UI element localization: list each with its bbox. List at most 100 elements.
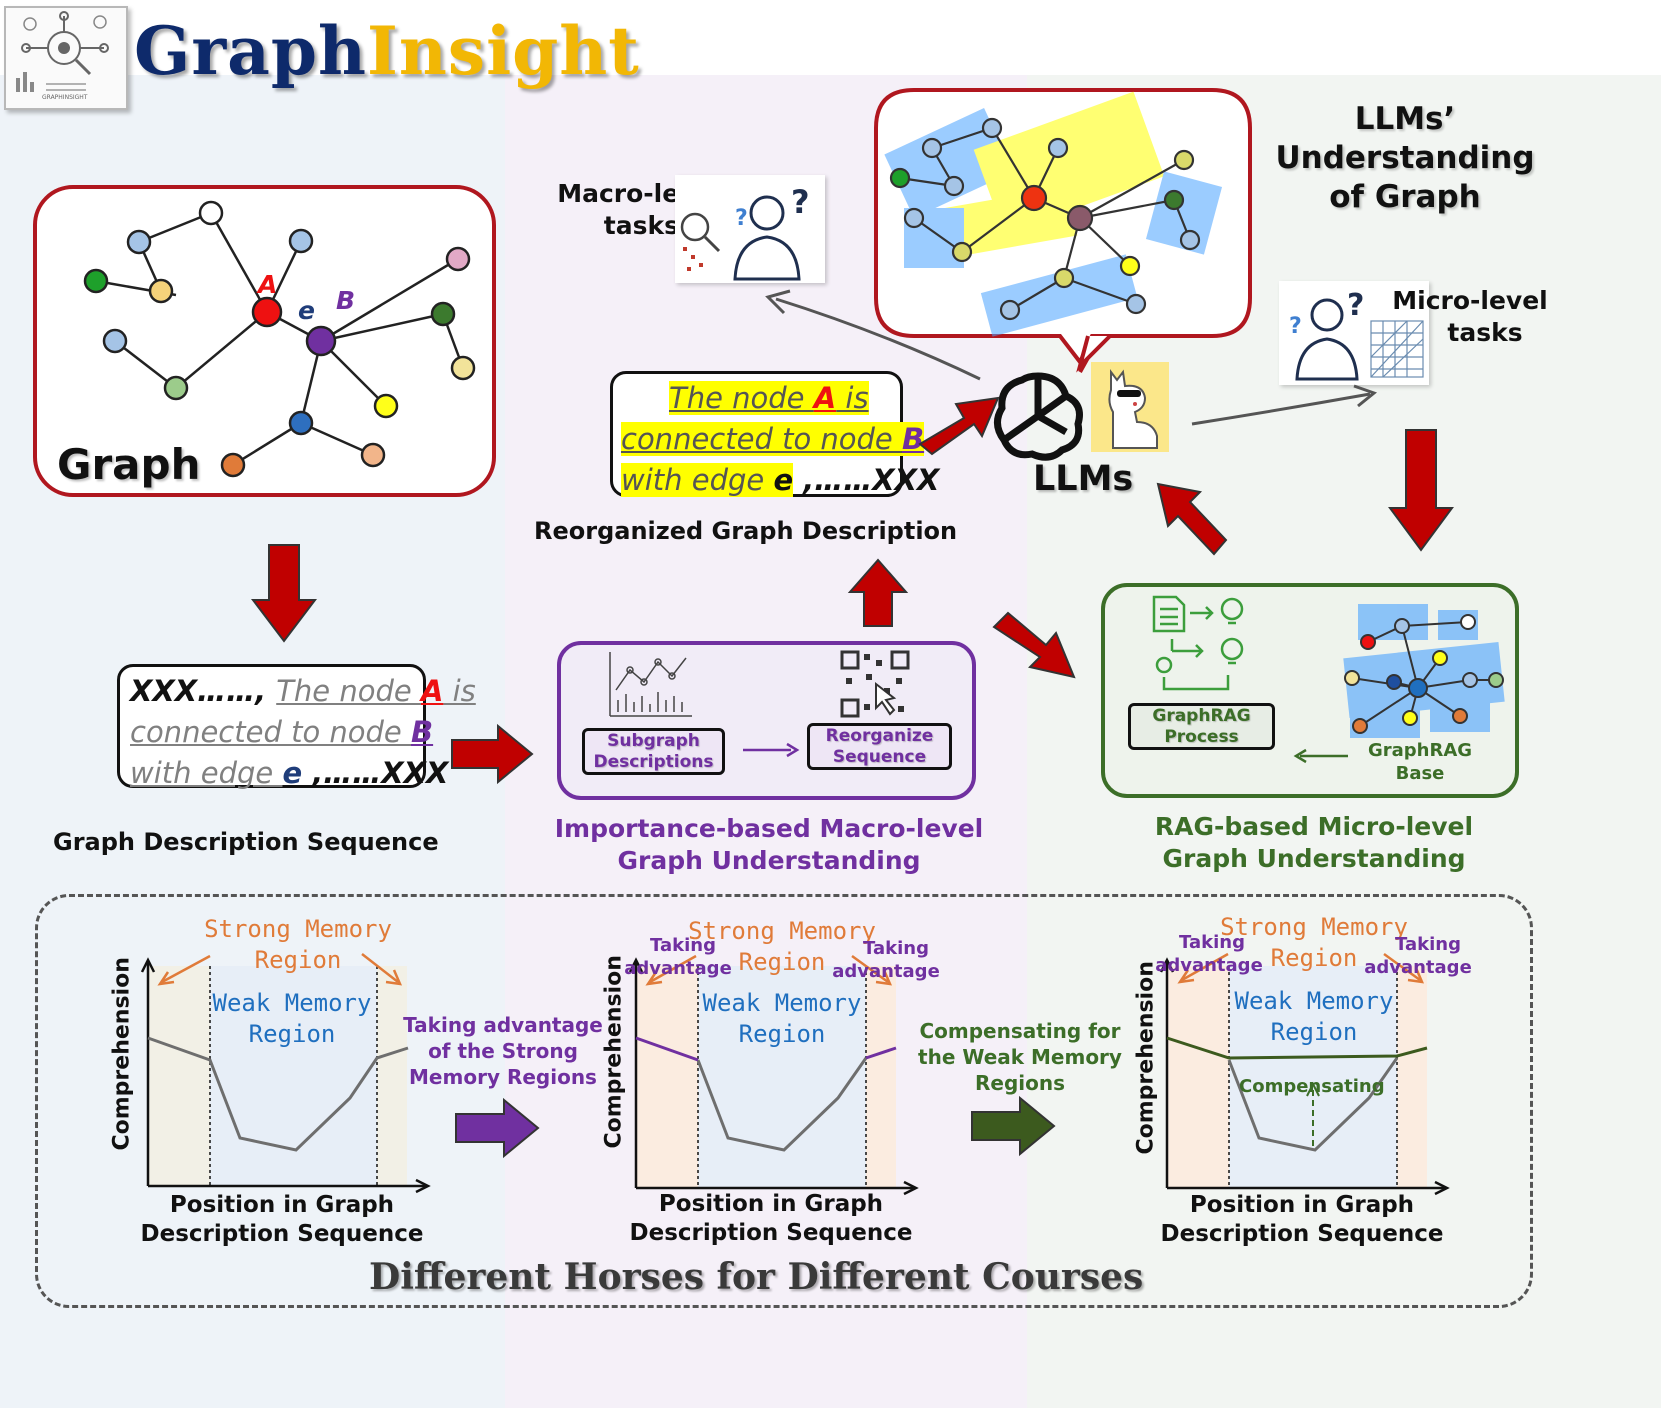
llms-label: LLMs	[1033, 459, 1134, 499]
plot3-taking-left: Taking advantage	[1150, 931, 1268, 977]
arrow-reorganized-to-llm-icon	[918, 396, 1000, 456]
transition-2-line1: Compensating for	[919, 1019, 1121, 1043]
plot3-x-line2: Description Sequence	[1160, 1221, 1444, 1247]
arrow-up-icon	[847, 558, 909, 627]
reorganized-caption: Reorganized Graph Description	[534, 517, 958, 545]
plot3-taking-left-line1: Taking	[1179, 932, 1245, 953]
micro-caption-line1: RAG-based Micro-level	[1154, 812, 1474, 841]
sequence-node-a: A	[420, 674, 444, 708]
sequence-prefix: XXX……,	[130, 674, 277, 708]
arrow-down-micro-icon	[1388, 429, 1454, 552]
qr-code-icon	[840, 650, 910, 718]
transition-1-line3: Memory Regions	[409, 1065, 597, 1089]
transition-2-line3: Regions	[974, 1071, 1066, 1095]
plot2-weak-line2: Region	[738, 1020, 826, 1048]
plot1-strong-left	[148, 966, 210, 1186]
plot2-taking-right: Taking advantage	[830, 937, 942, 983]
plot3-strong-line1: Strong Memory	[1220, 913, 1408, 941]
reorganized-suffix-3: ,……XXX	[793, 463, 940, 497]
plot1-x-line1: Position in Graph	[169, 1192, 395, 1218]
plot2-strong-line2: Region	[738, 948, 826, 976]
plot2-y-axis-label: Comprehension	[601, 955, 627, 1149]
plot2-strong-line1: Strong Memory	[688, 917, 876, 945]
reorganized-text-1: The node	[669, 381, 814, 415]
plot2-weak-line1: Weak Memory	[702, 989, 862, 1017]
arrow-macro-to-rag-icon	[992, 611, 1076, 679]
transition-2-arrow-icon	[971, 1095, 1056, 1157]
plot1-strong-arrows-icon	[157, 953, 403, 986]
macro-caption-line1: Importance-based Macro-level	[554, 814, 984, 843]
llama-icon	[1108, 369, 1158, 449]
node-a-label: A	[258, 270, 278, 299]
plot3-taking-right: Taking advantage	[1362, 933, 1474, 979]
thinking-person-icon: ? ?	[680, 183, 810, 281]
plot3-strong-left	[1167, 966, 1229, 1188]
plot3-strong-line2: Region	[1270, 944, 1358, 972]
arrow-rag-to-llm-icon	[1156, 482, 1228, 556]
svg-text:?: ?	[735, 206, 748, 231]
plot2-strong-arrows-icon	[645, 954, 893, 986]
micro-caption-line2: Graph Understanding	[1162, 844, 1466, 873]
rag-step-arrow-icon	[1293, 748, 1348, 764]
plot2-strong-label: Strong Memory Region	[670, 916, 894, 978]
reorganized-node-b: B	[902, 422, 925, 456]
plot1-strong-line2: Region	[254, 946, 342, 974]
plot2-axes	[628, 957, 919, 1196]
reorganized-text-3: with edge	[621, 463, 774, 497]
sequence-node-b: B	[411, 715, 434, 749]
node-b-label: B	[336, 286, 356, 315]
plot1-strong-label: Strong Memory Region	[186, 914, 410, 976]
plot3-taking-right-line2: advantage	[1364, 957, 1472, 978]
plot1-strong-right	[377, 966, 407, 1186]
micro-tasks-label: Micro-level tasks	[1388, 285, 1552, 349]
plot3-weak-label: Weak Memory Region	[1204, 986, 1424, 1048]
plot2-x-line2: Description Sequence	[629, 1220, 913, 1246]
reorganized-edge-e: e	[773, 463, 794, 497]
plot1-x-axis-label: Position in Graph Description Sequence	[132, 1191, 432, 1249]
input-graph	[83, 200, 476, 478]
macro-tasks-line2: tasks	[603, 211, 679, 240]
reorganized-line-3: with edge e ,……XXX	[621, 460, 939, 501]
transition-1-line1: Taking advantage	[403, 1013, 603, 1037]
svg-text:?: ?	[1289, 314, 1302, 339]
plot2-x-axis-label: Position in Graph Description Sequence	[621, 1190, 921, 1248]
arrow-to-micro-icon	[1191, 384, 1378, 426]
plot3-x-axis-label: Position in Graph Description Sequence	[1152, 1191, 1452, 1249]
edge-e-label: e	[298, 296, 315, 325]
plot1-weak-line2: Region	[248, 1020, 336, 1048]
plot2-x-line1: Position in Graph	[658, 1191, 884, 1217]
plot1-x-line2: Description Sequence	[140, 1221, 424, 1247]
understanding-line1: LLMs’	[1354, 101, 1456, 137]
app-title-part2: Insight	[367, 12, 640, 90]
memory-comparison-panel	[35, 894, 1533, 1308]
sequence-edge-e: e	[282, 756, 303, 790]
micro-module-caption: RAG-based Micro-level Graph Understandin…	[1104, 811, 1524, 875]
sequence-line-1: XXX……, The node A is	[130, 671, 476, 712]
plot1-strong-line1: Strong Memory	[204, 915, 392, 943]
transition-2-line2: the Weak Memory	[918, 1045, 1122, 1069]
graphrag-process: GraphRAG Process	[1128, 703, 1275, 750]
reorganize-step-line1: Reorganize	[825, 726, 934, 746]
logo-caption: GRAPHINSIGHT	[42, 94, 88, 101]
graphrag-base-line2: Base	[1395, 763, 1445, 784]
transition-2-label: Compensating for the Weak Memory Regions	[906, 1018, 1134, 1096]
plot1-weak-line1: Weak Memory	[212, 989, 372, 1017]
document-to-idea-icon	[1152, 595, 1244, 691]
chart-network-icon	[609, 652, 692, 717]
plot2-taking-left: Taking advantage	[620, 934, 736, 980]
plot3-strong-arrows-icon	[1177, 952, 1425, 984]
transition-1-arrow-icon	[455, 1097, 540, 1159]
graphrag-process-line2: Process	[1164, 727, 1239, 747]
plot1-weak-label: Weak Memory Region	[182, 988, 402, 1050]
transition-1-line2: of the Strong	[428, 1039, 578, 1063]
plot3-taking-right-line1: Taking	[1395, 934, 1461, 955]
banner-title: Different Horses for Different Courses	[369, 1256, 1144, 1298]
openai-logo-icon	[994, 372, 1083, 461]
plot2-strong-right	[866, 966, 896, 1188]
graphrag-process-line1: GraphRAG	[1152, 706, 1251, 726]
macro-caption-line2: Graph Understanding	[617, 846, 921, 875]
transition-1-label: Taking advantage of the Strong Memory Re…	[396, 1012, 610, 1090]
app-title: GraphInsight	[134, 12, 640, 90]
reorganized-suffix-1: is	[836, 381, 869, 415]
reorganize-sequence-step: Reorganize Sequence	[807, 723, 952, 770]
